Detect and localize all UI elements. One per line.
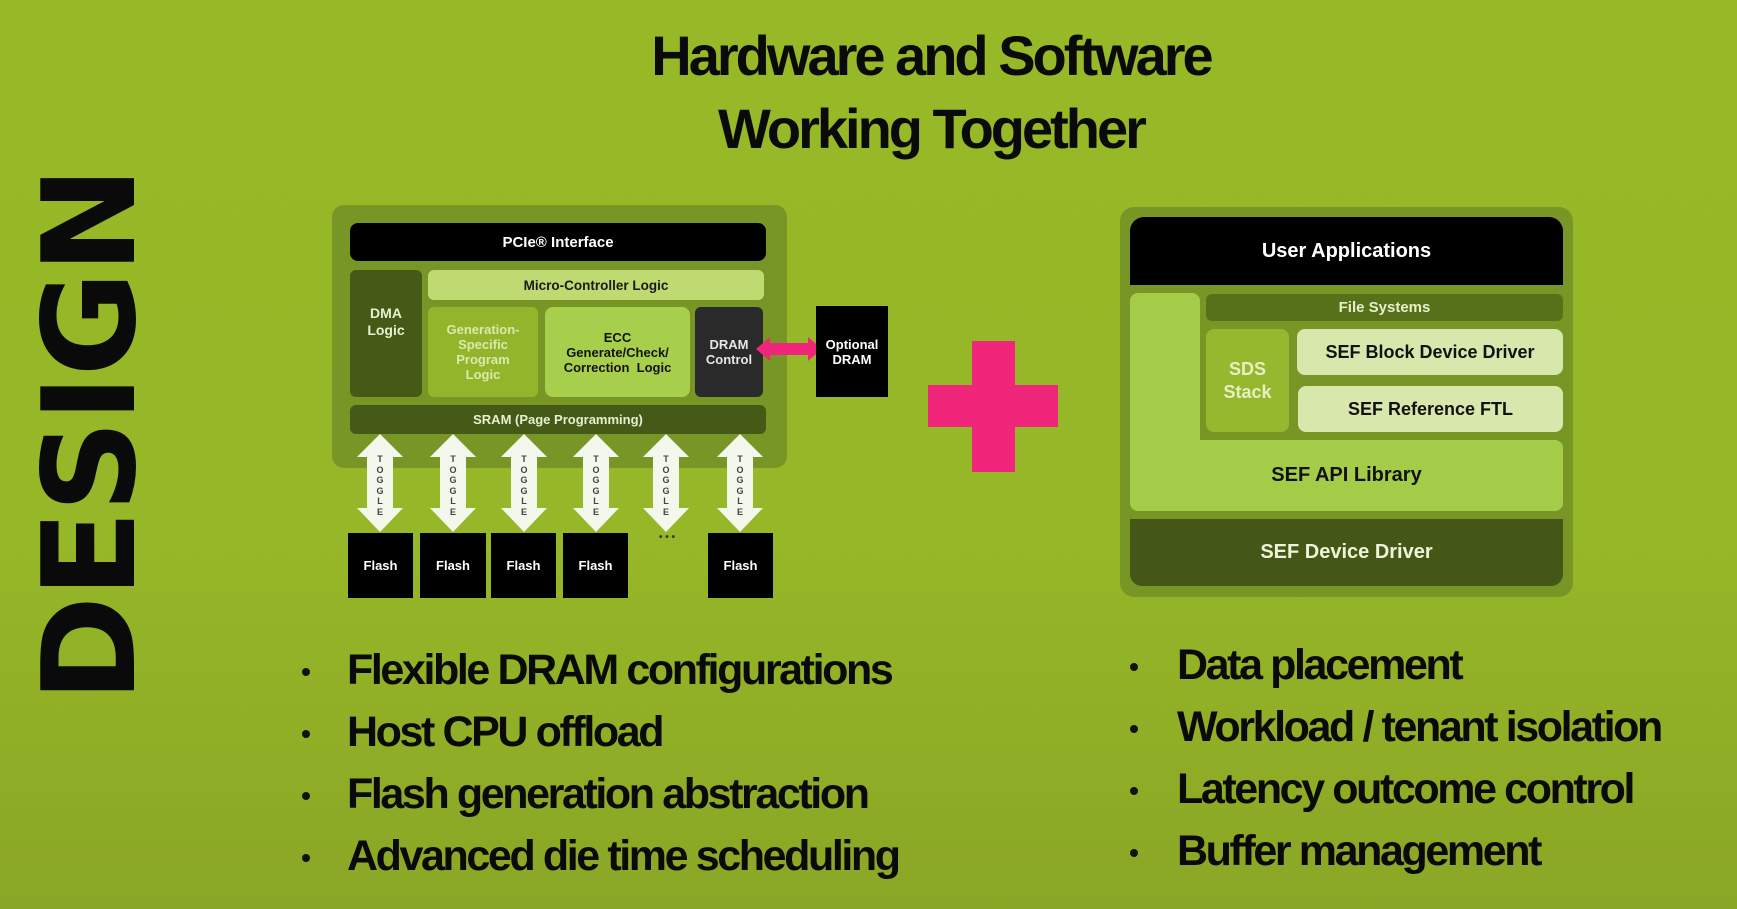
dram-control-line: DRAM [709, 337, 749, 352]
dma-logic-block: DMA Logic [350, 270, 422, 397]
dma-logic-line: DMA [370, 304, 402, 321]
bullet-text: Host CPU offload [347, 708, 665, 756]
optional-dram-block: Optional DRAM [816, 306, 888, 397]
bullet-dot-icon [1130, 663, 1138, 671]
bullet-text: Flash generation abstraction [347, 770, 870, 818]
bullet-dot-icon [302, 792, 310, 800]
api-library-l-vertical [1130, 293, 1200, 453]
micro-controller-logic-label: Micro-Controller Logic [523, 277, 669, 293]
generation-specific-logic-block: Generation- Specific Program Logic [428, 307, 538, 397]
design-side-label-text: DESIGN [16, 168, 165, 702]
generation-specific-line: Program [456, 352, 510, 367]
flash-label: Flash [723, 558, 758, 573]
slide-title-line-1: Hardware and Software [651, 24, 1213, 87]
bullet-dot-icon [1130, 849, 1138, 857]
bullet-text: Latency outcome control [1177, 765, 1636, 813]
bullet-dot-icon [302, 730, 310, 738]
dram-control-block: DRAM Control [695, 307, 763, 397]
sef-block-device-driver-block: SEF Block Device Driver [1297, 329, 1563, 375]
bullet-text: Flexible DRAM configurations [347, 646, 894, 694]
plus-icon [928, 341, 1058, 472]
flash-chip: Flash [708, 533, 773, 598]
flash-chip: Flash [491, 533, 556, 598]
sef-api-library-label: SEF API Library [1271, 464, 1422, 486]
bullet-dot-icon [302, 854, 310, 862]
generation-specific-line: Generation- [446, 322, 520, 337]
sef-device-driver-block: SEF Device Driver [1130, 519, 1563, 586]
flash-chip: Flash [420, 533, 486, 598]
optional-dram-line: DRAM [832, 351, 872, 367]
bullet-item: Host CPU offload [302, 701, 899, 763]
sef-api-library-block: SEF API Library [1130, 440, 1563, 511]
bullet-text: Workload / tenant isolation [1177, 703, 1663, 751]
flash-chip: Flash [563, 533, 628, 598]
file-systems-label: File Systems [1338, 299, 1431, 316]
ecc-line: ECC [603, 329, 632, 345]
bullet-item: Flexible DRAM configurations [302, 639, 899, 701]
more-flash-ellipsis: • • • [658, 532, 676, 543]
bullet-item: Advanced die time scheduling [302, 825, 901, 887]
sef-reference-ftl-block: SEF Reference FTL [1298, 386, 1563, 432]
slide-title-line-2: Working Together [718, 97, 1147, 160]
file-systems-block: File Systems [1206, 294, 1563, 321]
bullet-item: Data placement [1130, 634, 1661, 696]
bullet-dot-icon [302, 668, 310, 676]
flash-label: Flash [363, 558, 398, 573]
sef-device-driver-label: SEF Device Driver [1260, 541, 1433, 563]
micro-controller-logic-block: Micro-Controller Logic [428, 270, 764, 300]
dram-control-line: Control [705, 352, 753, 367]
user-applications-label: User Applications [1261, 239, 1432, 262]
bullet-dot-icon [1130, 787, 1138, 795]
bullet-text: Buffer management [1177, 827, 1542, 875]
hardware-benefits-list: Flexible DRAM configurations Host CPU of… [302, 639, 901, 887]
sram-block: SRAM (Page Programming) [350, 405, 766, 434]
bullet-item: Workload / tenant isolation [1130, 696, 1663, 758]
dma-logic-line: Logic [367, 321, 405, 338]
bullet-text: Advanced die time scheduling [347, 832, 901, 880]
design-side-label: DESIGN [16, 168, 165, 702]
sef-reference-ftl-label: SEF Reference FTL [1347, 398, 1514, 419]
pcie-interface-label: PCIe® Interface [502, 233, 614, 251]
ecc-logic-block: ECC Generate/Check/ Correction Logic [545, 307, 690, 397]
sds-stack-line: SDS [1228, 358, 1266, 379]
bullet-text: Data placement [1177, 641, 1464, 689]
sef-block-device-driver-label: SEF Block Device Driver [1325, 341, 1535, 362]
user-applications-block: User Applications [1130, 217, 1563, 285]
sds-stack-block: SDS Stack [1206, 329, 1289, 432]
bullet-item: Latency outcome control [1130, 758, 1661, 820]
sram-label: SRAM (Page Programming) [473, 412, 643, 427]
ecc-line: Correction Logic [563, 359, 672, 375]
sds-stack-line: Stack [1223, 381, 1272, 402]
software-benefits-list: Data placement Workload / tenant isolati… [1130, 634, 1663, 882]
bullet-item: Flash generation abstraction [302, 763, 899, 825]
flash-label: Flash [578, 558, 613, 573]
generation-specific-line: Logic [465, 367, 501, 382]
flash-label: Flash [436, 558, 470, 573]
dram-double-arrow-icon [756, 337, 822, 361]
generation-specific-line: Specific [458, 337, 508, 352]
flash-label: Flash [506, 558, 541, 573]
pcie-interface-block: PCIe® Interface [350, 223, 766, 261]
optional-dram-line: Optional [825, 336, 879, 352]
bullet-dot-icon [1130, 725, 1138, 733]
ecc-line: Generate/Check/ [566, 344, 669, 360]
flash-chip: Flash [348, 533, 413, 598]
bullet-item: Buffer management [1130, 820, 1661, 882]
